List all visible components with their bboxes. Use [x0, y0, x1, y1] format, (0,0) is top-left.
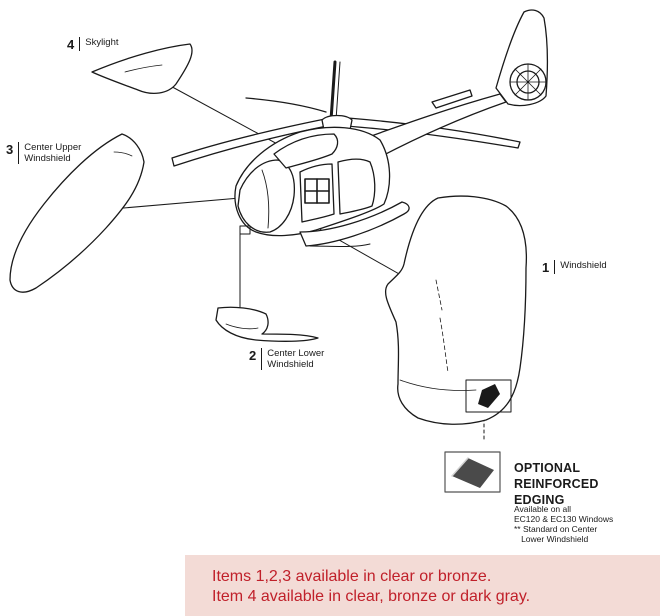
- part-name: Skylight: [85, 37, 119, 48]
- part-name-line: Windshield: [24, 153, 71, 164]
- part-number: 4: [67, 37, 75, 52]
- part-label-windshield: 1 Windshield: [542, 260, 607, 278]
- center-upper-windshield-part: [9, 133, 145, 293]
- center-lower-windshield-part: [215, 306, 319, 342]
- part-name-line: Center Upper: [24, 142, 82, 153]
- part-name: Windshield: [560, 260, 607, 271]
- edging-note: Available on all EC120 & EC130 Windows *…: [514, 504, 614, 544]
- helicopter-illustration: [171, 9, 548, 247]
- part-number: 3: [6, 142, 14, 157]
- part-label-skylight: 4 Skylight: [67, 37, 119, 55]
- part-number: 2: [249, 348, 257, 363]
- windshield-part: [384, 195, 528, 425]
- availability-note-box: Items 1,2,3 available in clear or bronze…: [185, 555, 660, 616]
- availability-line-1: Items 1,2,3 available in clear or bronze…: [212, 568, 492, 585]
- skylight-part: [91, 43, 193, 95]
- edging-title: OPTIONAL REINFORCED EDGING: [514, 461, 599, 507]
- part-name-line: Center Lower: [267, 348, 325, 359]
- availability-line-2: Item 4 available in clear, bronze or dar…: [212, 588, 531, 605]
- edging-swatch: [444, 451, 501, 493]
- part-number: 1: [542, 260, 550, 275]
- part-name-line: Windshield: [267, 359, 314, 370]
